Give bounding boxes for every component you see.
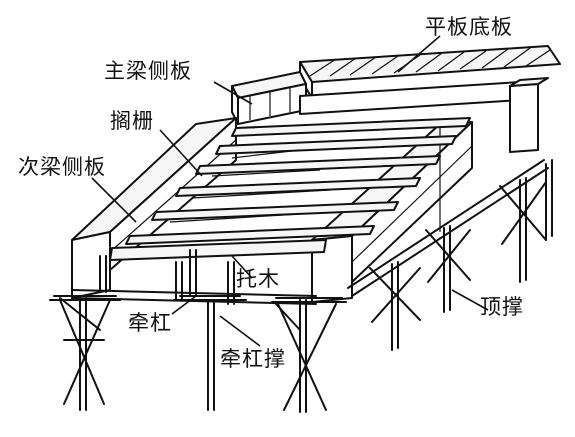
right-front-prop-frame bbox=[271, 297, 347, 413]
label-stringer: 牵杠 bbox=[128, 311, 172, 335]
leader-lines bbox=[91, 35, 489, 347]
main-beam-side-form bbox=[231, 71, 307, 125]
label-main-beam-side-form: 主梁侧板 bbox=[104, 59, 192, 83]
left-front-prop-frame bbox=[49, 295, 121, 411]
label-slab-bottom-form: 平板底板 bbox=[425, 15, 513, 39]
joist-grid bbox=[109, 117, 471, 261]
top-prop bbox=[369, 159, 553, 351]
label-secondary-beam-side-form: 次梁侧板 bbox=[18, 155, 106, 179]
label-joist-grid: 搁栅 bbox=[110, 109, 154, 133]
secondary-beam-side-form bbox=[71, 117, 237, 299]
support-block bbox=[99, 255, 235, 305]
label-top-prop: 顶撑 bbox=[480, 295, 524, 319]
label-stringer-prop: 牵杠撑 bbox=[220, 347, 286, 371]
slab-bottom-form bbox=[299, 45, 561, 99]
main-beam-right bbox=[299, 77, 549, 153]
label-support-block: 托木 bbox=[236, 267, 280, 291]
